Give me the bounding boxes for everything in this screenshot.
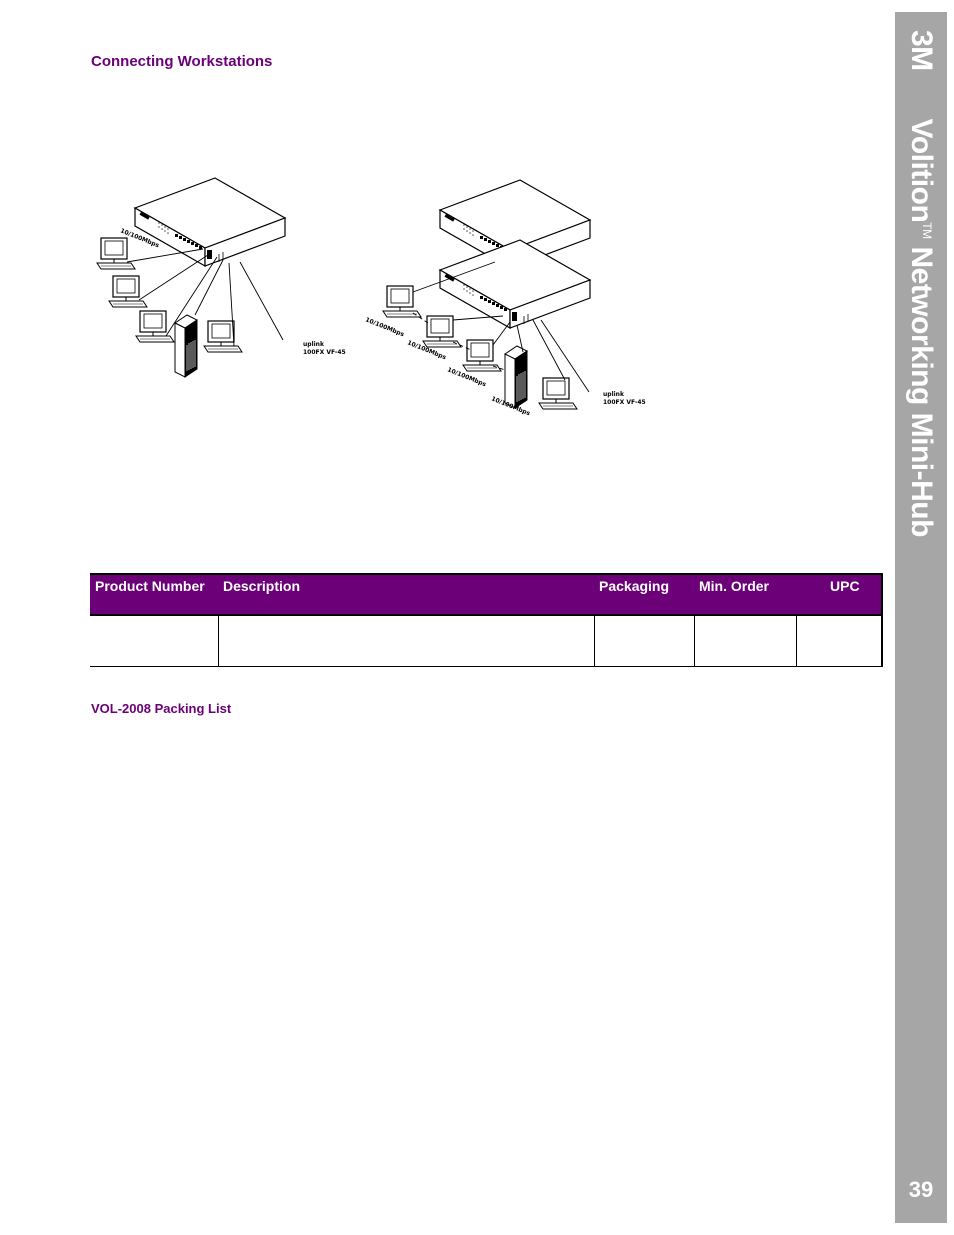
cell-packaging (593, 615, 694, 667)
cell-description (217, 615, 594, 667)
brand-logo: 3M (905, 30, 938, 71)
table-row (90, 615, 883, 667)
cell-min-order (693, 615, 796, 667)
product-name: Volition (905, 118, 938, 223)
header-packaging: Packaging (594, 573, 694, 616)
product-table: Product Number Description Packaging Min… (90, 573, 883, 667)
network-diagram: 10/100Mbps uplink 100FX VF-45 (95, 170, 655, 435)
trademark-mark: TM (920, 222, 934, 239)
header-upc: UPC (796, 573, 883, 616)
right-uplink-label-2: 100FX VF-45 (603, 399, 646, 406)
left-hub-diagram: 10/100Mbps uplink 100FX VF-45 (96, 177, 346, 378)
table-header-row: Product Number Description Packaging Min… (90, 573, 883, 616)
header-product-number: Product Number (90, 573, 218, 616)
cell-upc (795, 615, 883, 667)
right-speed-label-1: 10/100Mbps (364, 316, 405, 338)
header-min-order: Min. Order (694, 573, 796, 616)
section-title: Connecting Workstations (91, 53, 273, 70)
cell-product-number (90, 615, 218, 667)
left-uplink-label-1: uplink (303, 341, 325, 348)
packing-list-title: VOL-2008 Packing List (91, 701, 232, 716)
sidebar: 3M VolitionTM Networking Mini-Hub 39 (895, 12, 947, 1223)
right-hub-diagram: 10/100Mbps 10/100Mbps 10/100Mbps 10/100M… (364, 179, 646, 417)
sidebar-title: 3M VolitionTM Networking Mini-Hub (904, 30, 938, 537)
product-subtitle: Networking Mini-Hub (905, 246, 938, 537)
header-description: Description (218, 573, 594, 616)
page-number: 39 (908, 1177, 934, 1202)
right-uplink-label-1: uplink (603, 391, 625, 398)
left-uplink-label-2: 100FX VF-45 (303, 349, 346, 356)
